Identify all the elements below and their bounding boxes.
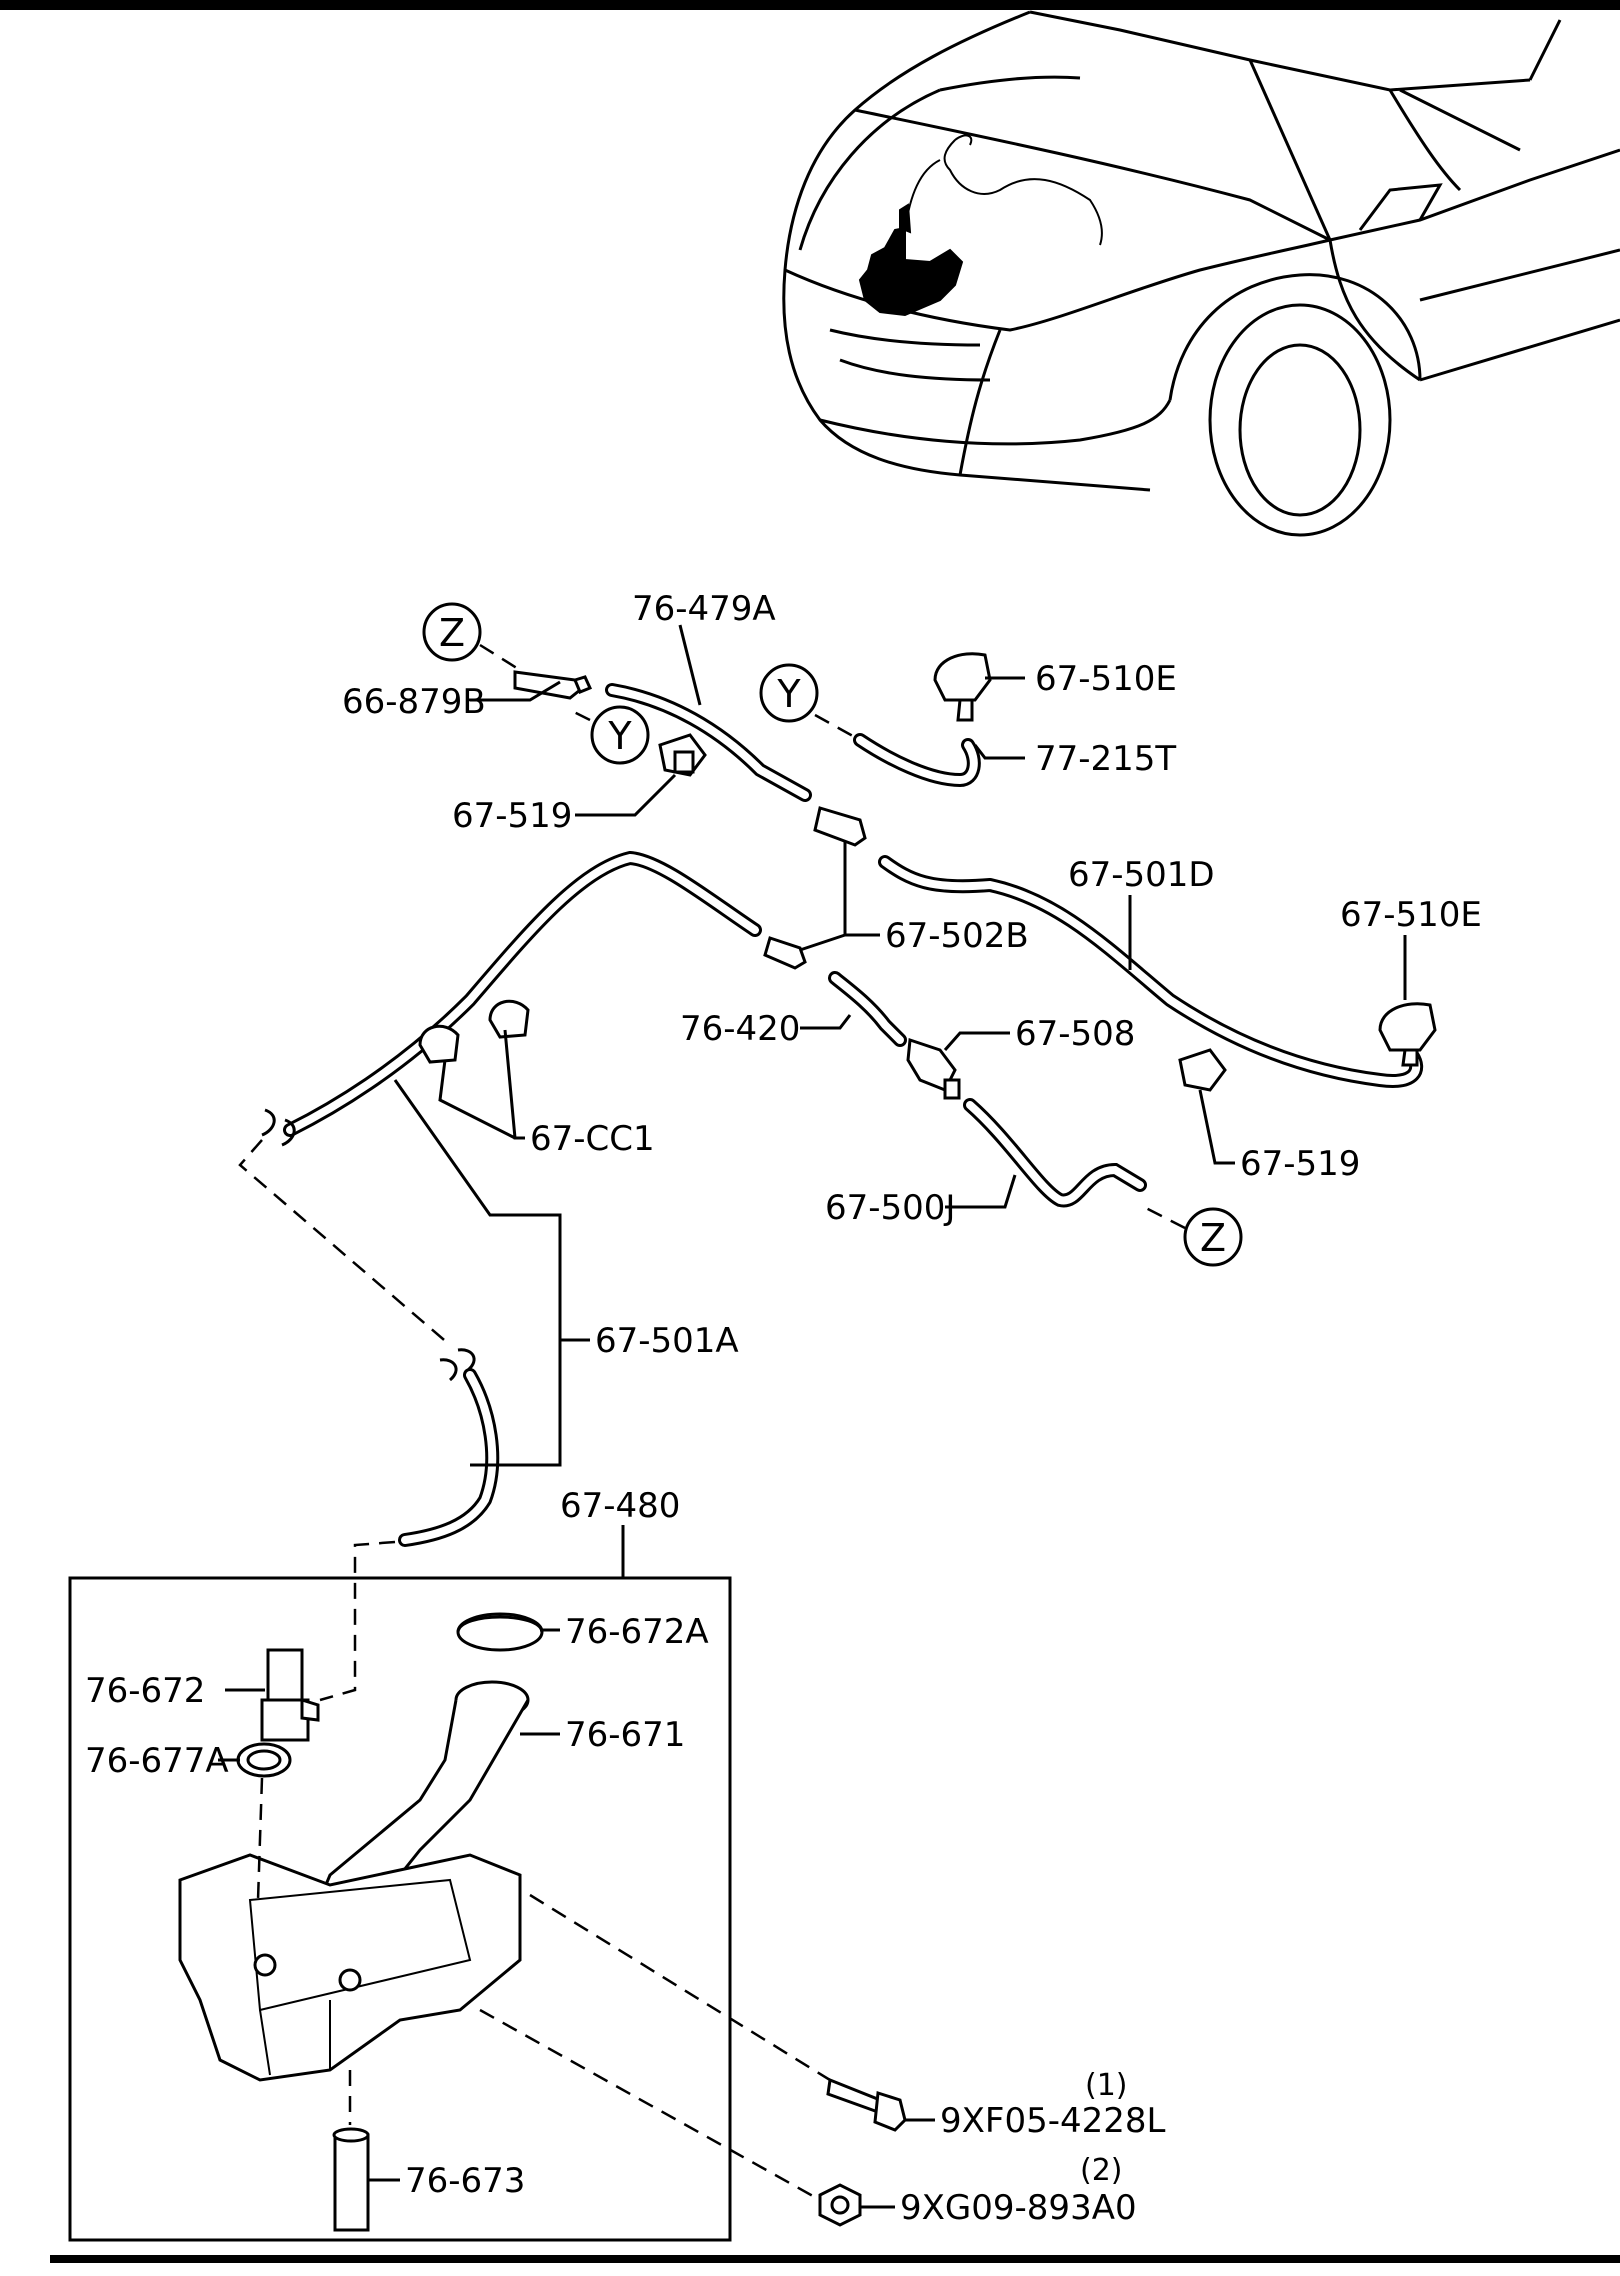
connector-z-bottom-label: Z <box>1200 1216 1226 1260</box>
label-76-672A: 76-672A <box>565 1612 709 1652</box>
part-66-879B-nozzle-joint <box>513 670 593 700</box>
hose-67-501D <box>878 855 1424 1088</box>
part-washer-tank-body <box>178 1853 522 2082</box>
break-mark-upper <box>261 1108 296 1147</box>
label-66-879B: 66-879B <box>342 682 486 722</box>
y-top-dash-lead <box>814 713 861 742</box>
part-76-673-filter <box>332 2127 370 2232</box>
tank-location-highlight <box>858 203 964 317</box>
hose-77-215T <box>853 733 981 788</box>
nut-dash-lead <box>479 2008 821 2202</box>
y-left-dash-lead <box>569 708 591 722</box>
part-67-502B-connector-upper <box>813 806 867 847</box>
part-67-519-left-clip <box>658 733 707 777</box>
hose-76-479A <box>605 683 812 802</box>
leader-lines <box>218 624 1407 2209</box>
label-67-519-right: 67-519 <box>1240 1144 1360 1184</box>
bolt-dash-lead <box>529 1893 831 2082</box>
label-67-500J: 67-500J <box>825 1188 955 1228</box>
grommet-dash-lead <box>256 1777 264 1901</box>
connector-z-bottom: Z <box>1183 1207 1243 1267</box>
harness-line <box>904 134 1103 246</box>
connector-y-left-label: Y <box>607 714 632 758</box>
part-67-508-check-valve <box>906 1037 961 1100</box>
top-border-bar <box>0 0 1620 10</box>
connector-y-top: Y <box>759 663 819 723</box>
label-67-519-left: 67-519 <box>452 796 572 836</box>
bottom-border-bar <box>50 2255 1620 2263</box>
label-9XG09-893A0: 9XG09-893A0 <box>900 2188 1137 2228</box>
part-76-672-pump <box>260 1648 320 1742</box>
part-67-502B-connector-lower <box>763 936 807 970</box>
connector-y-top-label: Y <box>776 672 801 716</box>
label-67-501D: 67-501D <box>1068 855 1215 895</box>
qty-9XF05: (1) <box>1085 2068 1128 2103</box>
label-67-CC1: 67-CC1 <box>530 1119 655 1159</box>
car-outline-illustration <box>782 10 1620 537</box>
label-67-510E-right: 67-510E <box>1340 895 1482 935</box>
label-76-671: 76-671 <box>565 1715 685 1755</box>
part-76-677A-grommet <box>236 1742 292 1778</box>
break-mark-lower <box>439 1348 476 1382</box>
connector-z-top: Z <box>422 602 482 662</box>
hose-67-501A <box>283 850 762 1547</box>
label-67-510E-top: 67-510E <box>1035 659 1177 699</box>
label-67-480: 67-480 <box>560 1486 680 1526</box>
label-76-673: 76-673 <box>405 2161 525 2201</box>
label-9XF05-4228L: 9XF05-4228L <box>940 2101 1166 2141</box>
label-76-672: 76-672 <box>85 1671 205 1711</box>
part-67-CC1-clip-a <box>418 1024 460 1064</box>
label-67-502B: 67-502B <box>885 916 1029 956</box>
part-76-672A-cap <box>456 1612 544 1652</box>
hose-76-420 <box>828 971 907 1047</box>
qty-9XG09: (2) <box>1080 2153 1123 2188</box>
part-67-519-right-clip <box>1178 1048 1227 1092</box>
dashed-route-lower <box>319 1540 396 1702</box>
label-77-215T: 77-215T <box>1035 739 1176 779</box>
hose-67-500J <box>963 1098 1147 1208</box>
part-9XF05-bolt <box>826 2077 907 2132</box>
z-bottom-dash-lead <box>1139 1203 1186 1230</box>
part-67-CC1-clip-b <box>488 999 530 1039</box>
connector-z-top-label: Z <box>439 611 465 655</box>
label-67-501A: 67-501A <box>595 1321 739 1361</box>
part-67-510E-right-nozzle <box>1378 1002 1437 1067</box>
label-76-420: 76-420 <box>680 1009 800 1049</box>
label-76-479A: 76-479A <box>632 589 776 629</box>
connector-y-left: Y <box>590 705 650 765</box>
label-67-508: 67-508 <box>1015 1014 1135 1054</box>
part-67-510E-top-nozzle <box>933 652 992 722</box>
z-top-dash-lead <box>479 643 521 672</box>
tank-assembly-frame <box>68 1576 732 2242</box>
part-9XG09-nut <box>818 2183 862 2227</box>
label-76-677A: 76-677A <box>85 1741 229 1781</box>
dashed-route-upper <box>238 1139 451 1346</box>
